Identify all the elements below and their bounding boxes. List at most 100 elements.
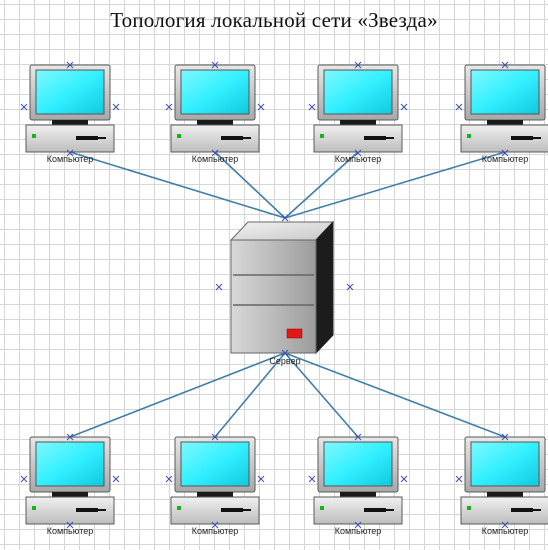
server-front-face xyxy=(230,239,317,354)
selection-handle-icon xyxy=(354,149,362,157)
disk-drive-icon xyxy=(98,137,106,139)
monitor-stand xyxy=(197,492,233,497)
bottom-computers-row: Компьютер Компьютер Компьютер xyxy=(20,433,548,536)
power-led-icon xyxy=(467,506,471,510)
disk-drive-icon xyxy=(76,508,98,512)
disk-drive-icon xyxy=(221,508,243,512)
cable-bottom-4 xyxy=(284,352,506,438)
server-side-face xyxy=(315,220,334,355)
bottom-computer-4: Компьютер xyxy=(455,433,548,536)
selection-handle-icon xyxy=(354,61,362,69)
cable-top-3 xyxy=(284,151,359,219)
computer-label: Компьютер xyxy=(192,526,239,536)
cable-bottom-2 xyxy=(214,352,286,438)
cable-top-4 xyxy=(284,151,506,219)
power-led-icon xyxy=(177,506,181,510)
server-top-face xyxy=(229,221,335,241)
power-led-icon xyxy=(177,134,181,138)
disk-drive-icon xyxy=(364,136,386,140)
monitor-stand xyxy=(340,120,376,125)
monitor-screen xyxy=(35,441,105,487)
cable-top-1 xyxy=(69,151,286,219)
monitor-stand xyxy=(487,120,523,125)
disk-drive-icon xyxy=(386,137,394,139)
selection-handle-icon xyxy=(165,103,173,111)
selection-handle-icon xyxy=(501,433,509,441)
selection-handle-icon xyxy=(165,475,173,483)
selection-handle-icon xyxy=(66,149,74,157)
disk-drive-icon xyxy=(386,509,394,511)
monitor-stand xyxy=(340,492,376,497)
disk-drive-icon xyxy=(243,509,251,511)
selection-handle-icon xyxy=(308,103,316,111)
top-computer-1: Компьютер xyxy=(20,61,120,164)
server-label: Сервер xyxy=(269,356,300,366)
server-indicator xyxy=(286,328,303,339)
selection-handle-icon xyxy=(354,433,362,441)
power-led-icon xyxy=(32,506,36,510)
cable-bottom-1 xyxy=(69,352,286,438)
cable-top-2 xyxy=(214,151,286,219)
selection-handle-icon xyxy=(211,149,219,157)
monitor-stand xyxy=(487,492,523,497)
bottom-computer-1: Компьютер xyxy=(20,433,120,536)
cable-group xyxy=(69,151,506,438)
selection-handle-icon xyxy=(400,103,408,111)
computer-label: Компьютер xyxy=(47,154,94,164)
diagram-title: Топология локальной сети «Звезда» xyxy=(110,8,438,32)
top-computer-3: Компьютер xyxy=(308,61,408,164)
selection-handle-icon xyxy=(354,521,362,529)
top-computers-row: Компьютер Компьютер Компьютер xyxy=(20,61,548,164)
monitor-screen xyxy=(323,441,393,487)
computer-label: Компьютер xyxy=(192,154,239,164)
monitor-screen xyxy=(180,441,250,487)
monitor-stand xyxy=(52,492,88,497)
disk-drive-icon xyxy=(533,137,541,139)
selection-handle-icon xyxy=(20,103,28,111)
monitor-screen xyxy=(470,441,540,487)
monitor-stand xyxy=(52,120,88,125)
selection-handle-icon xyxy=(66,521,74,529)
selection-handle-icon xyxy=(20,475,28,483)
selection-handle-icon xyxy=(501,61,509,69)
selection-handle-icon xyxy=(455,475,463,483)
selection-handle-icon xyxy=(257,475,265,483)
selection-handle-icon xyxy=(281,214,289,222)
selection-handle-icon xyxy=(112,475,120,483)
selection-handle-icon xyxy=(66,433,74,441)
computer-label: Компьютер xyxy=(482,154,529,164)
selection-handle-icon xyxy=(211,61,219,69)
disk-drive-icon xyxy=(98,509,106,511)
disk-drive-icon xyxy=(243,137,251,139)
selection-handle-icon xyxy=(112,103,120,111)
selection-handle-icon xyxy=(211,521,219,529)
bottom-computer-3: Компьютер xyxy=(308,433,408,536)
monitor-screen xyxy=(35,69,105,115)
selection-handle-icon xyxy=(455,103,463,111)
computer-label: Компьютер xyxy=(335,154,382,164)
selection-handle-icon xyxy=(346,283,354,291)
bottom-computer-2: Компьютер xyxy=(165,433,265,536)
computer-label: Компьютер xyxy=(482,526,529,536)
selection-handle-icon xyxy=(211,433,219,441)
disk-drive-icon xyxy=(511,508,533,512)
power-led-icon xyxy=(320,134,324,138)
selection-handle-icon xyxy=(400,475,408,483)
power-led-icon xyxy=(32,134,36,138)
monitor-screen xyxy=(470,69,540,115)
selection-handle-icon xyxy=(501,149,509,157)
selection-handle-icon xyxy=(281,349,289,357)
disk-drive-icon xyxy=(511,136,533,140)
selection-handle-icon xyxy=(215,283,223,291)
selection-handle-icon xyxy=(501,521,509,529)
power-led-icon xyxy=(467,134,471,138)
selection-handle-icon xyxy=(257,103,265,111)
top-computer-2: Компьютер xyxy=(165,61,265,164)
selection-handle-icon xyxy=(66,61,74,69)
monitor-stand xyxy=(197,120,233,125)
power-led-icon xyxy=(320,506,324,510)
server-node: Сервер xyxy=(215,214,354,366)
disk-drive-icon xyxy=(221,136,243,140)
cable-bottom-3 xyxy=(284,352,359,438)
